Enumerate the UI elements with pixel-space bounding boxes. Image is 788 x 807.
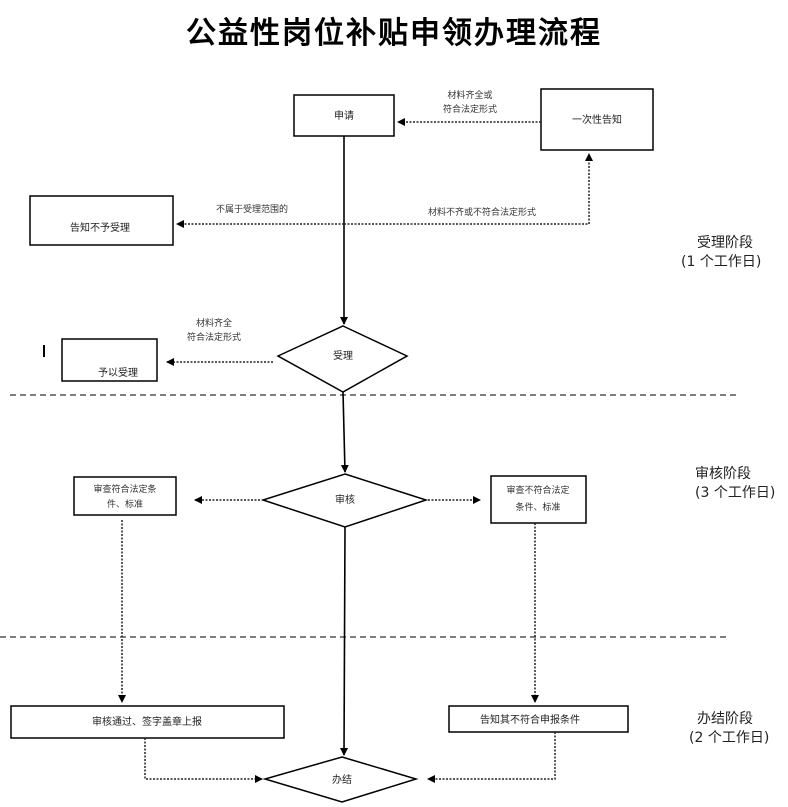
edge-label-notify-to-apply-2: 符合法定形式 <box>443 103 497 115</box>
node-approve-report: 审核通过、签字盖章上报 <box>10 705 285 739</box>
node-review-fail-cond-line1: 审查不符合法定 <box>506 484 569 496</box>
edge-report-to-complete <box>144 738 263 783</box>
edge-apply-to-notify <box>344 153 593 225</box>
phase-review-days: (3 个工作日) <box>695 485 776 501</box>
node-review-fail-cond: 审查不符合法定 条件、标准 <box>490 475 587 524</box>
node-complete: 办结 <box>262 756 419 803</box>
node-notify-fail: 告知其不符合申报条件 <box>448 705 629 733</box>
phase-complete-name: 办结阶段 <box>697 711 753 727</box>
node-notify-once-label: 一次性告知 <box>572 113 622 126</box>
phase-review-name: 审核阶段 <box>695 466 751 482</box>
node-apply: 申请 <box>293 94 395 137</box>
phase-accept: 受理阶段 (1 个工作日) <box>681 234 761 272</box>
phase-complete-days: (2 个工作日) <box>689 730 770 746</box>
node-review-pass-cond-line2: 件、标准 <box>107 498 143 510</box>
edge-label-complete-materials-2: 符合法定形式 <box>187 331 241 343</box>
node-reject-label: 告知不予受理 <box>70 221 130 234</box>
node-review-decision-label: 审核 <box>335 493 355 506</box>
page-title: 公益性岗位补贴申领办理流程 <box>186 16 602 51</box>
node-accepted-label: 予以受理 <box>98 367 138 379</box>
node-review-pass-cond-line1: 审查符合法定条 <box>93 483 156 495</box>
edge-label-notify-to-apply-1: 材料齐全或 <box>447 89 492 101</box>
edge-notify-fail-to-complete <box>427 732 556 783</box>
node-notify-once: 一次性告知 <box>540 88 654 151</box>
edge-label-not-in-scope: 不属于受理范围的 <box>216 203 288 215</box>
node-reject: 告知不予受理 <box>29 195 174 246</box>
edge-label-incomplete: 材料不齐或不符合法定形式 <box>428 206 536 218</box>
node-review-pass-cond: 审查符合法定条 件、标准 <box>73 476 177 516</box>
node-notify-fail-label: 告知其不符合申报条件 <box>480 713 580 726</box>
phase-complete: 办结阶段 (2 个工作日) <box>689 710 769 748</box>
node-review-decision: 审核 <box>260 473 429 528</box>
phase-accept-days: (1 个工作日) <box>681 254 762 270</box>
node-approve-report-label: 审核通过、签字盖章上报 <box>92 715 202 728</box>
text-cursor-mark <box>43 345 45 357</box>
edge-label-complete-materials-1: 材料齐全 <box>196 317 232 329</box>
node-apply-label: 申请 <box>334 109 354 122</box>
phase-accept-name: 受理阶段 <box>697 235 753 251</box>
node-accept-decision: 受理 <box>276 325 409 393</box>
edge-review-to-complete <box>340 526 349 756</box>
edge-accept-to-review <box>340 391 349 473</box>
node-complete-label: 办结 <box>332 773 352 786</box>
node-accept-decision-label: 受理 <box>333 350 353 362</box>
node-accepted: 予以受理 <box>61 338 158 382</box>
phase-review: 审核阶段 (3 个工作日) <box>695 465 775 503</box>
node-review-fail-cond-line2: 条件、标准 <box>515 501 560 513</box>
